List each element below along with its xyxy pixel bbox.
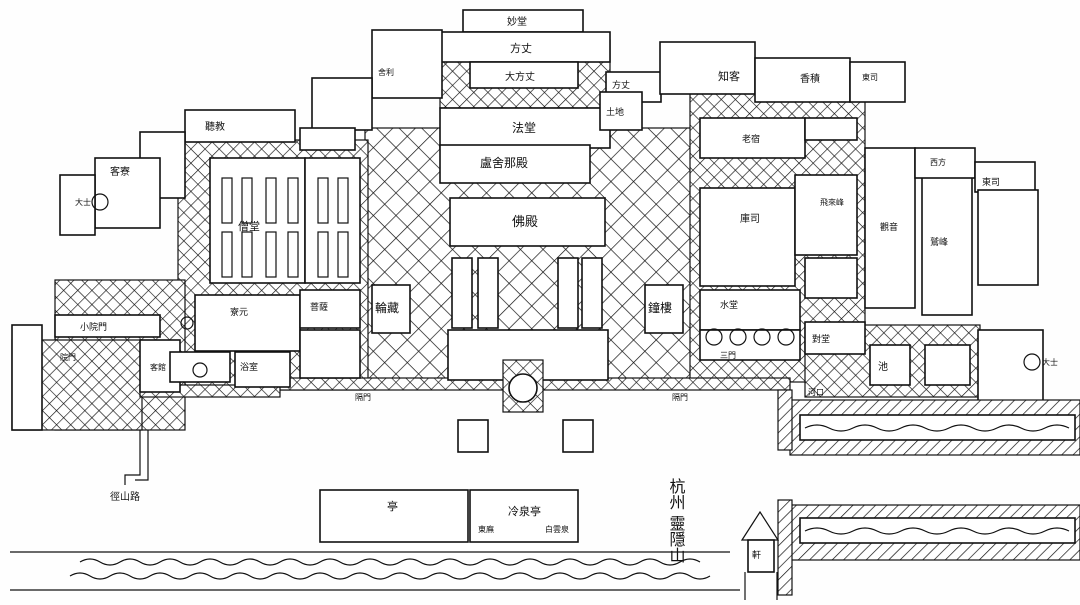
label-dongsi-right: 東司 [982, 176, 1000, 188]
label-fangzhang-small: 方丈 [612, 79, 630, 91]
bottom-section [10, 359, 1080, 600]
label-hongmen-right: 隔門 [672, 393, 688, 402]
label-sengtang: 僧堂 [238, 220, 260, 233]
label-laosu: 老宿 [742, 133, 760, 145]
label-pulan: 菩薩 [310, 301, 328, 313]
label-guanyin: 觀音 [880, 221, 898, 233]
label-ludifangdian: 盧舍那殿 [480, 155, 528, 170]
map-title-line1: 杭州 [667, 478, 686, 510]
label-jiatang: 浴室 [240, 361, 258, 373]
label-ting: 亭 [387, 499, 398, 513]
label-lunzang: 輪藏 [375, 300, 399, 315]
label-dashi-right: 大士 [1042, 357, 1058, 367]
label-miaotang: 妙堂 [507, 15, 527, 28]
label-lengquanting: 冷泉亭 [508, 504, 541, 518]
label-duigong: 對堂 [812, 333, 830, 345]
label-zhike: 知客 [718, 69, 740, 83]
label-hemen: 河口 [808, 387, 824, 397]
label-dafangzhang: 大方丈 [505, 70, 535, 83]
label-xuan: 軒 [752, 550, 761, 561]
label-dongsi: 東司 [862, 72, 878, 82]
label-yuanmen: 院門 [60, 352, 76, 362]
label-tudi: 土地 [606, 106, 624, 118]
map-labels: 妙堂 方丈 大方丈 法堂 土地 方丈 知客 香積 東司 盧舍那殿 佛殿 老宿 庫… [60, 15, 1058, 563]
label-shiguan: 舍利 [378, 67, 394, 77]
label-kudi: 庫司 [740, 212, 760, 225]
label-liaoyuan: 寮元 [230, 306, 248, 318]
label-dongzhuo: 東廡 [478, 524, 494, 534]
label-shuitang: 水堂 [720, 299, 738, 311]
label-zhonglou: 鐘樓 [648, 300, 672, 315]
right-wing [699, 117, 1044, 403]
label-jingshanlu: 徑山路 [110, 490, 140, 503]
label-fodian: 佛殿 [512, 215, 538, 230]
map-title-line2: 靈隱山 [667, 515, 686, 563]
abbot-quarters [311, 9, 906, 149]
label-kewu: 客寮 [110, 165, 130, 178]
label-jiu: 鷲峰 [930, 236, 948, 248]
label-hongmen-left: 隔門 [355, 393, 371, 402]
central-halls [371, 144, 684, 381]
label-sanmen: 三門 [720, 351, 736, 360]
label-dashi-left: 大士 [75, 197, 91, 207]
label-xiaoyuanmen: 小院門 [80, 321, 107, 333]
label-fatang: 法堂 [512, 121, 536, 135]
label-chi: 池 [878, 360, 888, 373]
label-fangzhang: 方丈 [510, 41, 532, 55]
label-baiyuanxuan: 白雲泉 [545, 524, 569, 534]
left-wing [11, 109, 361, 431]
label-feilai: 飛來峰 [820, 197, 844, 207]
label-xibang: 西方 [930, 157, 946, 167]
label-tingjia: 聽教 [205, 120, 225, 133]
label-keting: 客館 [150, 362, 166, 372]
label-xiangdi: 香積 [800, 72, 820, 85]
